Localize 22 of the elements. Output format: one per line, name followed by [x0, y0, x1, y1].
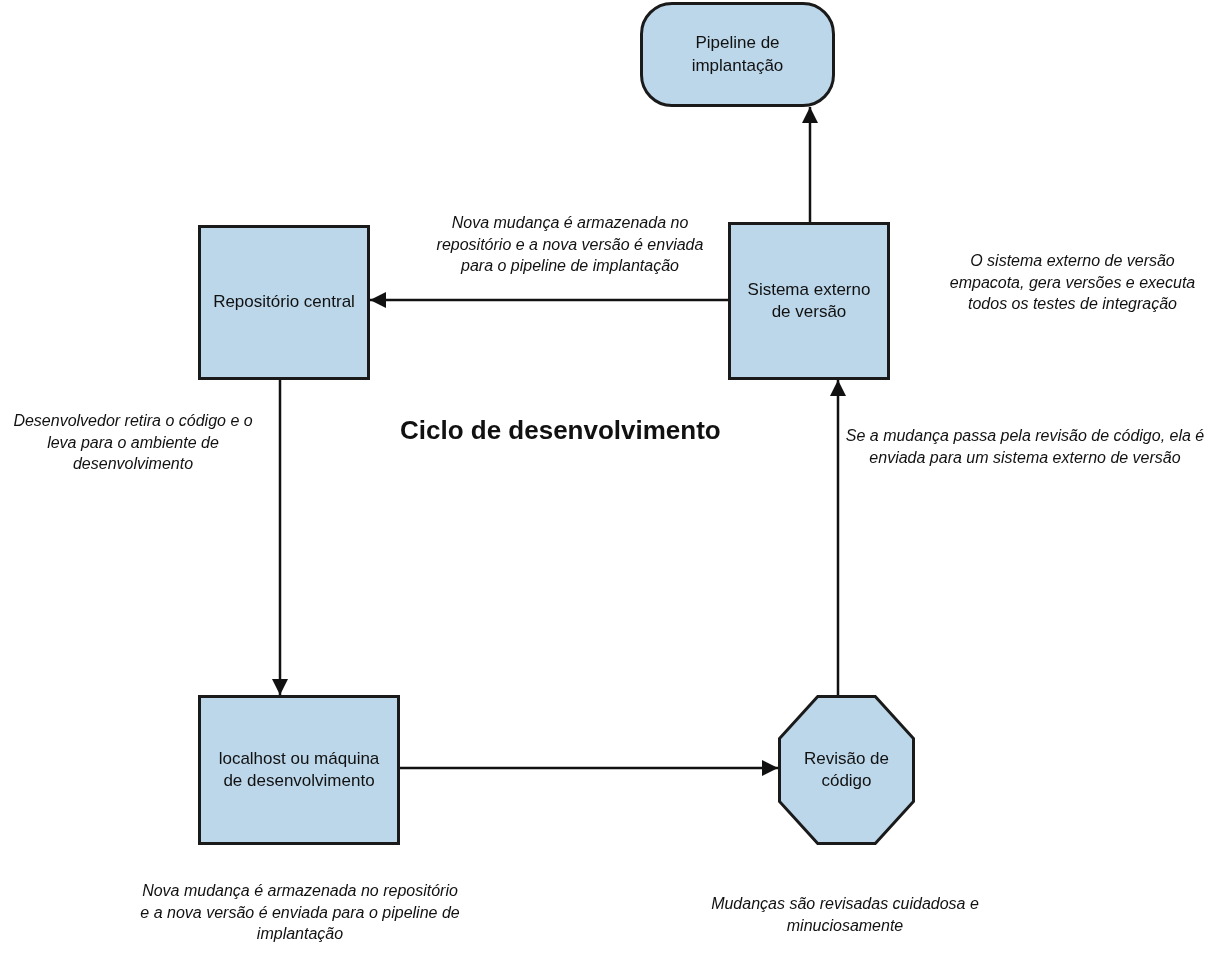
arrow: [370, 292, 728, 308]
node-label: localhost ou máquina de desenvolvimento: [217, 747, 381, 792]
node-label: Revisão de código: [802, 747, 891, 792]
edge-label: Se a mudança passa pela revisão de código, ela é enviada para um sistema externo de versão: [845, 426, 1205, 468]
dev-machine-box: [198, 695, 400, 845]
arrow: [830, 380, 846, 695]
diagram-title: Ciclo de desenvolvimento: [400, 415, 721, 446]
review-octagon: [778, 695, 915, 845]
annotation-text: Nova mudança é armazenada no repositório e a nova versão é enviada para o pipeline de implantação: [140, 881, 460, 945]
version-system-box: [728, 222, 890, 380]
annotation-text: O sistema externo de versão empacota, gera versões e executa todos os testes de integração: [948, 251, 1197, 315]
arrow: [400, 760, 778, 776]
pipeline-box: [640, 2, 835, 107]
edge-label: Desenvolvedor retira o código e o leva para o ambiente de desenvolvimento: [12, 411, 254, 475]
annotation-text: Mudanças são revisadas cuidadosa e minuciosamente: [710, 894, 980, 936]
arrow: [802, 107, 818, 222]
node-label: Repositório central: [212, 291, 356, 314]
arrow: [272, 380, 288, 695]
node-label: Pipeline de implantação: [690, 32, 785, 77]
repository-box: [198, 225, 370, 380]
edge-label: Nova mudança é armazenada no repositório e a nova versão é enviada para o pipeline de implantação: [435, 213, 705, 277]
node-label: Sistema externo de versão: [746, 278, 872, 323]
